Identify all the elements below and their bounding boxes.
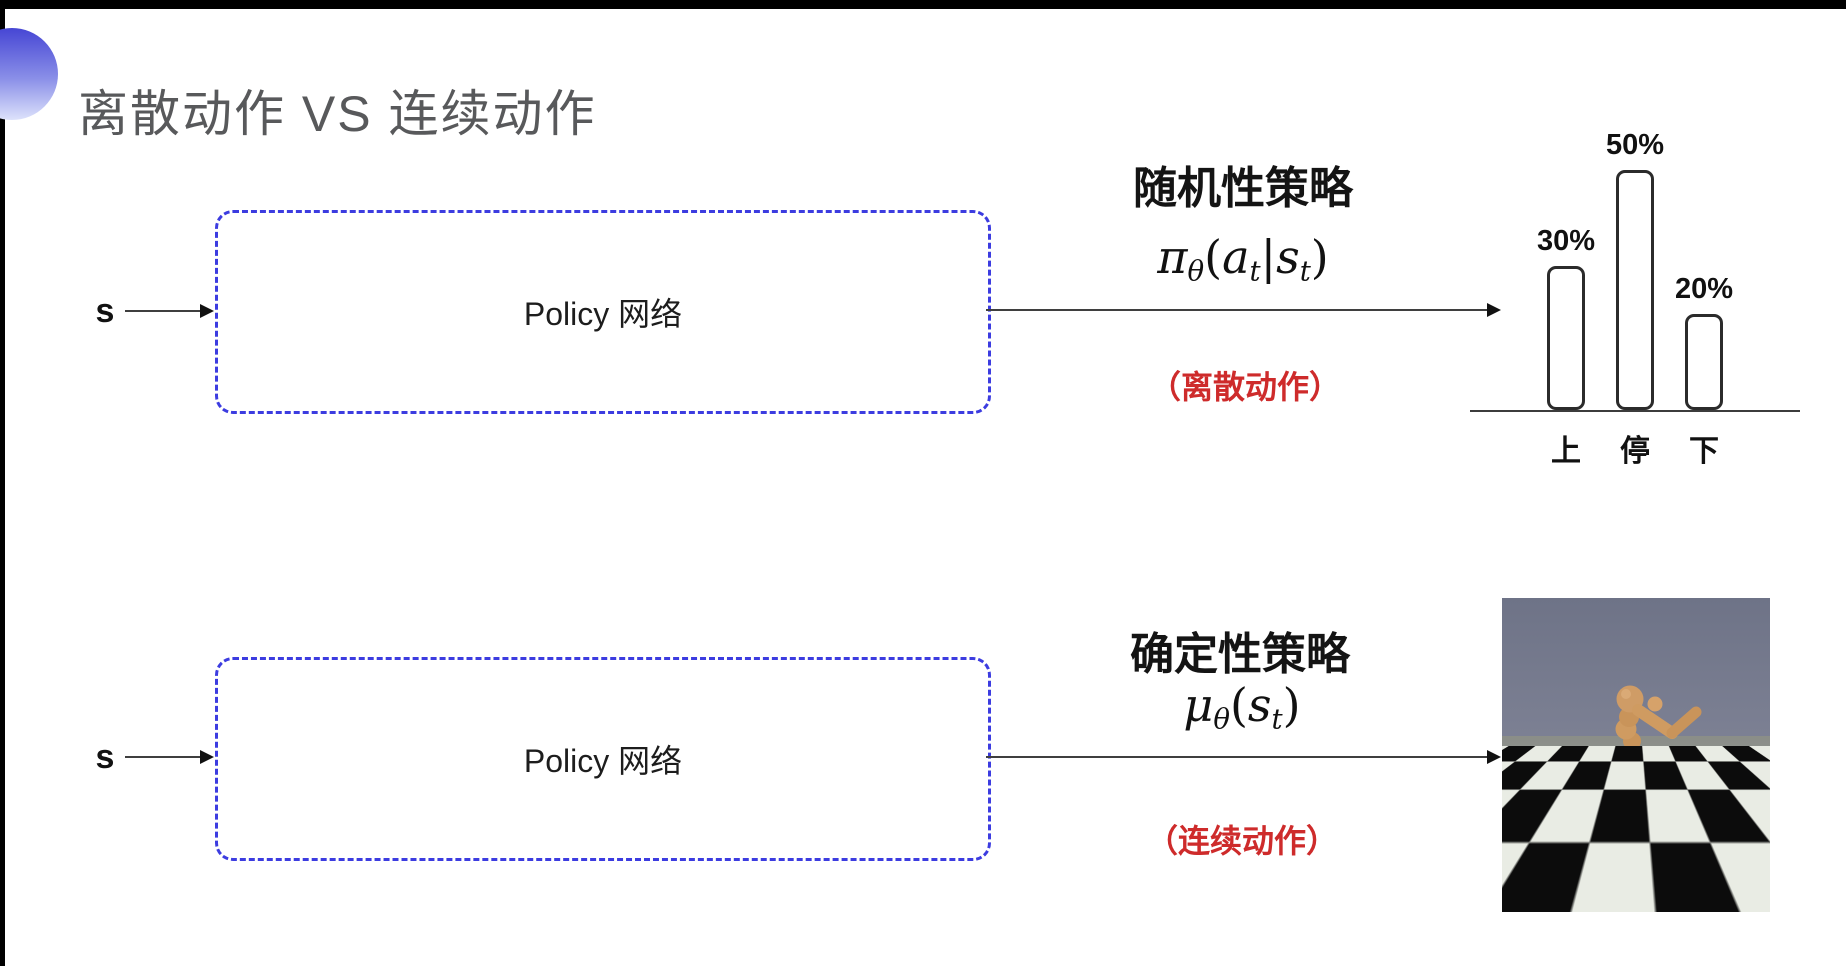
input-arrow: [125, 750, 214, 764]
chart-category-axis: 上 停 下: [1470, 426, 1800, 470]
frame-top-edge: [0, 0, 1846, 9]
state-input-label: s: [95, 292, 115, 330]
title-decor-circle: [0, 28, 58, 120]
page-title: 离散动作 VS 连续动作: [78, 85, 597, 142]
policy-formula: πθ(at|st): [1157, 230, 1329, 288]
policy-type-heading: 确定性策略: [1130, 630, 1350, 679]
policy-formula: μθ(st): [1183, 678, 1301, 736]
bar-value-label: 20%: [1674, 273, 1734, 305]
policy-network-box: Policy 网络: [215, 210, 991, 414]
policy-network-box: Policy 网络: [215, 657, 991, 861]
bar-column: 30%: [1534, 225, 1598, 410]
bar-column: 20%: [1672, 273, 1736, 410]
input-arrow: [125, 304, 214, 318]
discrete-action-bar-chart: 30% 50% 20% 上 停 下: [1470, 110, 1800, 470]
action-type-note: （连续动作）: [1145, 823, 1339, 859]
output-arrow: [986, 750, 1501, 764]
state-input-label: s: [95, 738, 115, 776]
bar-up: [1547, 266, 1585, 410]
bar-column: 50%: [1603, 129, 1667, 410]
chart-plot-area: 30% 50% 20%: [1470, 110, 1800, 412]
category-label: 上: [1551, 435, 1581, 468]
humanoid-figure: [1572, 685, 1702, 905]
frame-left-edge: [0, 0, 5, 966]
bar-value-label: 30%: [1536, 225, 1596, 257]
bar-stop: [1616, 170, 1654, 410]
category-label: 下: [1689, 435, 1719, 468]
action-type-note: （离散动作）: [1148, 369, 1342, 405]
policy-type-heading: 随机性策略: [1133, 164, 1353, 213]
bar-value-label: 50%: [1605, 129, 1665, 161]
output-arrow: [986, 303, 1501, 317]
humanoid-render-image: [1502, 598, 1770, 912]
policy-box-label: Policy 网络: [523, 296, 683, 332]
bar-down: [1685, 314, 1723, 410]
policy-box-label: Policy 网络: [523, 743, 683, 779]
category-label: 停: [1620, 435, 1650, 468]
